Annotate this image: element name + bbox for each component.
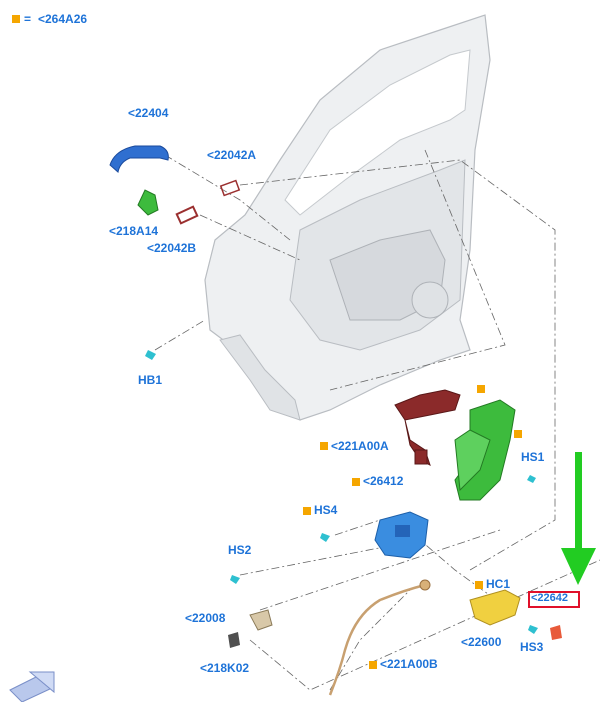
screw-hs4-part [320,533,330,542]
label-22042a[interactable]: <22042A [207,148,257,162]
screw-hs3-part [528,625,538,634]
label-hb1[interactable]: HB1 [138,373,163,387]
legend-equals: = [24,12,32,26]
marker-221a00a-top [477,385,485,393]
marker-regulator [514,430,522,438]
gasket-a-part [219,179,241,197]
label-22642[interactable]: <22642 [531,592,569,604]
regulator-part [454,399,516,501]
bezel-part [137,189,159,216]
label-hs3[interactable]: HS3 [520,640,544,654]
bolt-hb1-part [145,350,156,360]
highlight-box [528,591,580,608]
nav-arrow-icon[interactable] [9,671,55,702]
clip-218k02-part [228,632,240,648]
label-26412[interactable]: <26412 [363,474,404,488]
door-handle-part [109,145,169,173]
label-hs4[interactable]: HS4 [314,503,338,517]
inner-handle-part [469,589,521,626]
marker-221a00b [369,661,377,669]
green-pointer-arrow-icon [561,452,596,585]
label-hs1[interactable]: HS1 [521,450,545,464]
label-hc1[interactable]: HC1 [486,577,511,591]
gasket-b-part [175,205,199,225]
marker-26412 [352,478,360,486]
cable-part [328,583,426,696]
label-22008[interactable]: <22008 [185,611,226,625]
label-hs2[interactable]: HS2 [228,543,252,557]
cable-end-part [419,579,431,591]
marker-221a00a [320,442,328,450]
door-panel [204,14,491,421]
legend-ref-link[interactable]: <264A26 [38,12,88,26]
part-22642 [550,625,562,640]
bracket-22008-part [249,609,273,631]
label-22600[interactable]: <22600 [461,635,502,649]
label-218a14[interactable]: <218A14 [109,224,159,238]
label-22042b[interactable]: <22042B [147,241,197,255]
marker-hc1 [475,581,483,589]
label-221a00a[interactable]: <221A00A [331,439,389,453]
harness-part [394,389,461,466]
label-218k02[interactable]: <218K02 [200,661,250,675]
label-22404[interactable]: <22404 [128,106,169,120]
screw-hs2-part [230,575,240,584]
marker-hs4 [303,507,311,515]
legend-marker [12,15,20,23]
screw-hs1-part [527,475,536,483]
label-221a00b[interactable]: <221A00B [380,657,438,671]
door-latch-part [374,511,429,559]
